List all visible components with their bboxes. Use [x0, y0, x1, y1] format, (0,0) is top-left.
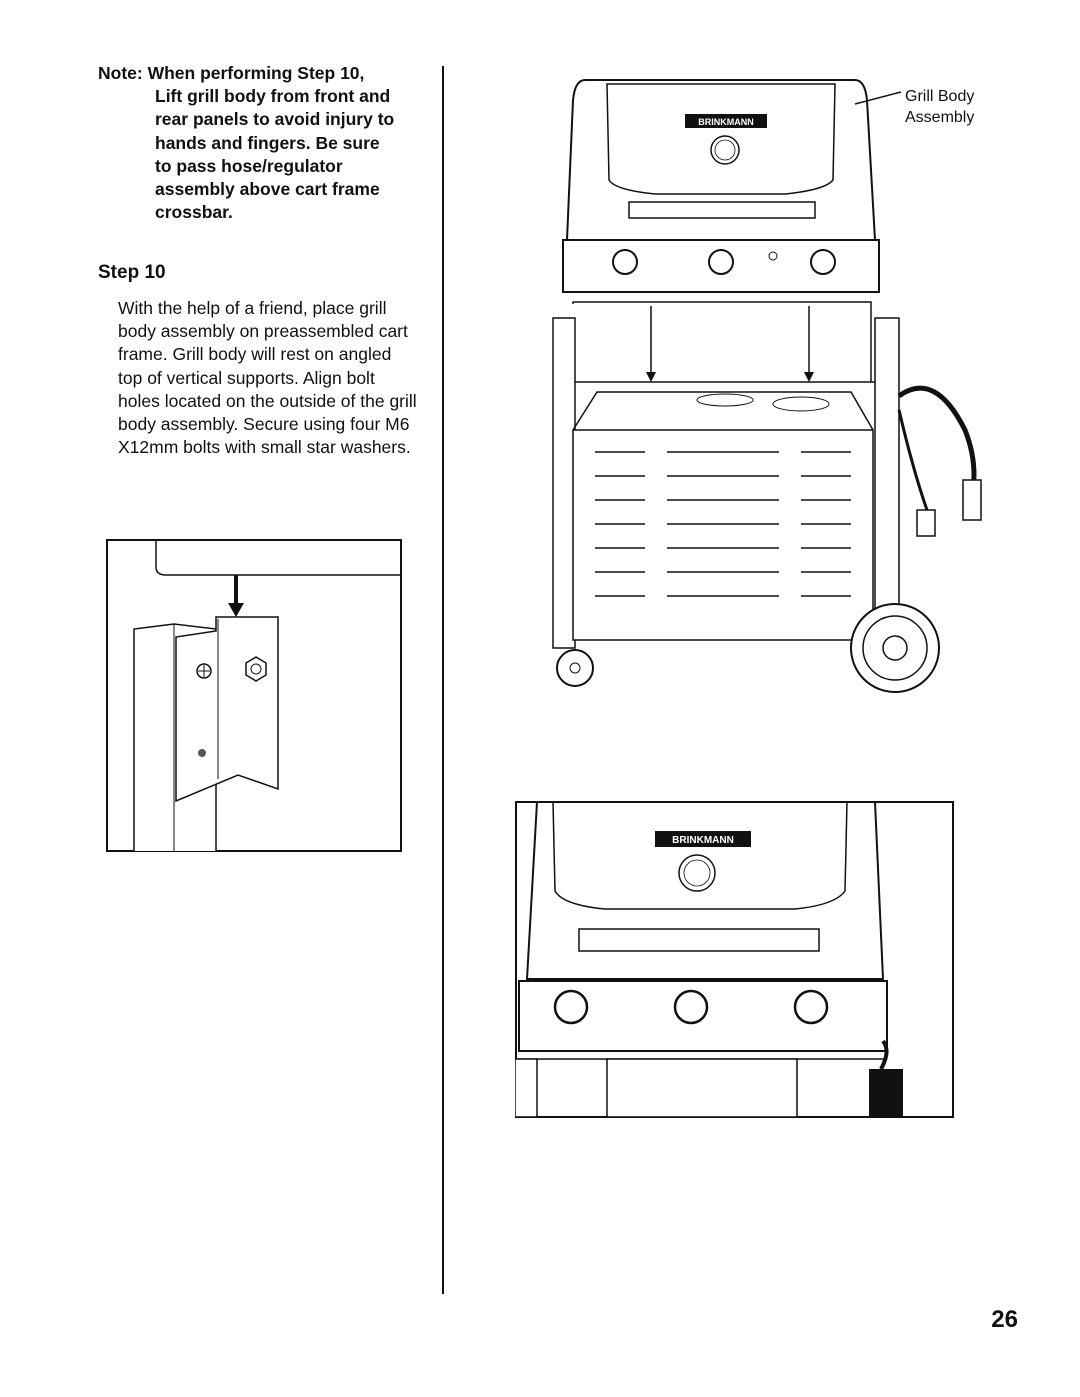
safety-note: Note: When performing Step 10, Lift gril…: [98, 62, 418, 224]
column-divider: [442, 66, 444, 1294]
note-line: assembly above cart frame: [155, 179, 380, 200]
note-line: Lift grill body from front and: [155, 86, 391, 107]
note-line: rear panels to avoid injury to: [155, 109, 395, 130]
note-line: to pass hose/regulator: [155, 155, 343, 176]
step-instructions: With the help of a friend, place grill b…: [118, 298, 417, 458]
grill-assembly-illustration: BRINKMANN: [552, 79, 982, 693]
callout-line: Grill Body: [905, 88, 975, 105]
note-line: crossbar.: [155, 202, 233, 223]
step-title: Step 10: [98, 262, 166, 283]
brand-logo: BRINKMANN: [698, 117, 754, 127]
grill-front-detail-illustration: BRINKMANN: [515, 801, 954, 1118]
note-heading: Note: When performing Step 10,: [98, 63, 365, 83]
grill-body-callout: Grill Body Assembly: [905, 86, 974, 128]
page-number: 26: [991, 1306, 1018, 1333]
note-line: hands and fingers. Be sure: [155, 132, 380, 153]
callout-line: Assembly: [905, 109, 975, 126]
bracket-detail-illustration: [106, 539, 402, 852]
brand-logo: BRINKMANN: [672, 835, 734, 846]
